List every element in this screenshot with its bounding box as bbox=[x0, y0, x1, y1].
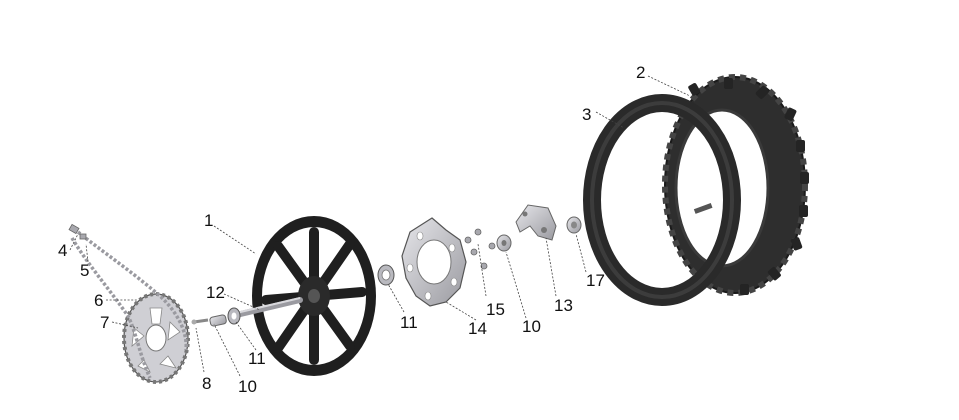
callout-1: 1 bbox=[204, 211, 213, 230]
bearing-lower bbox=[227, 307, 241, 325]
callout-12: 12 bbox=[206, 283, 225, 302]
callout-11-upper: 11 bbox=[400, 313, 418, 332]
spacer-lower bbox=[209, 314, 227, 327]
inner-tube bbox=[583, 94, 741, 306]
spacer-nut bbox=[566, 216, 582, 234]
caliper-bracket bbox=[515, 204, 557, 241]
disc-bolts bbox=[464, 228, 496, 270]
bearing-upper bbox=[377, 264, 395, 286]
chain-master-link bbox=[68, 223, 87, 240]
callout-11-lower: 11 bbox=[248, 349, 266, 368]
callout-6: 6 bbox=[94, 291, 103, 310]
leader-lines bbox=[69, 75, 691, 377]
callout-10-upper: 10 bbox=[522, 317, 541, 336]
chain bbox=[70, 230, 188, 379]
callout-7: 7 bbox=[100, 313, 109, 332]
callout-2: 2 bbox=[636, 63, 645, 82]
callout-15: 15 bbox=[486, 300, 505, 319]
callout-3: 3 bbox=[582, 105, 591, 124]
callout-17: 17 bbox=[586, 271, 605, 290]
brake-disc bbox=[401, 217, 467, 307]
callout-14: 14 bbox=[468, 319, 487, 338]
callout-10-lower: 10 bbox=[238, 377, 257, 396]
callout-13: 13 bbox=[554, 296, 573, 315]
callout-8: 8 bbox=[202, 374, 211, 393]
callout-5: 5 bbox=[80, 261, 89, 280]
callout-4: 4 bbox=[58, 241, 67, 260]
sprocket-bolts bbox=[191, 318, 209, 325]
spacer-upper bbox=[496, 234, 512, 252]
axle bbox=[229, 297, 303, 319]
rim bbox=[252, 216, 376, 376]
sprocket bbox=[122, 292, 190, 384]
